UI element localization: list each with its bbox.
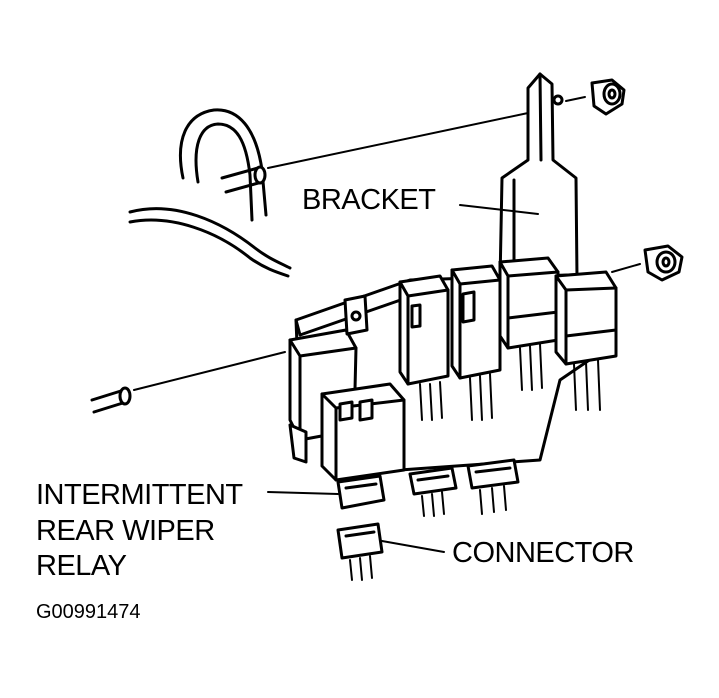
lower-nut [611,244,684,282]
relay-leader-line [267,491,339,495]
figure-id: G00991474 [36,601,141,623]
connector-leader-line [381,540,445,553]
relay-wires [419,343,601,421]
mounting-tab [343,294,369,336]
lower-stud [90,351,286,414]
body-hose-loop [128,108,292,278]
bracket [498,72,579,284]
connector-label: CONNECTOR [452,537,634,569]
relay-label-line-3: RELAY [36,550,127,582]
relay-label-line-2: REAR WIPER [36,515,215,547]
lower-connectors [408,458,520,517]
intermittent-rear-wiper-relay [320,382,406,510]
bracket-label: BRACKET [302,184,436,216]
upper-stud [220,112,529,194]
relay-label-line-1: INTERMITTENT [36,479,243,511]
upper-nut [565,78,626,116]
bracket-leader-line [459,204,539,215]
relay-connector [336,522,384,581]
relay-row [398,256,618,386]
